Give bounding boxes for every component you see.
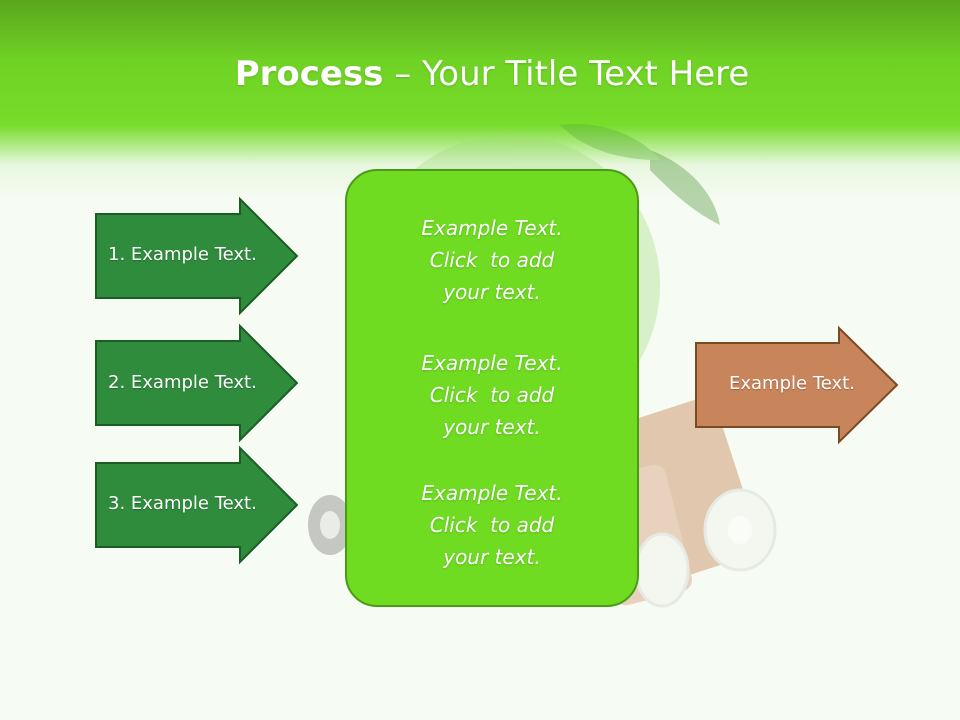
left-arrow-2-shape[interactable]	[95, 323, 299, 443]
center-text-line: Click to add	[429, 248, 555, 272]
center-text-block-2[interactable]: Example Text. Click to add your text.	[345, 347, 639, 443]
center-content-box[interactable]	[345, 169, 639, 607]
left-arrow-2-label[interactable]: 2. Example Text.	[108, 372, 257, 393]
left-arrow-3-shape[interactable]	[95, 445, 299, 565]
center-text-line: your text.	[443, 545, 541, 569]
center-text-line: Click to add	[429, 513, 555, 537]
center-text-line: your text.	[443, 415, 541, 439]
title-strong: Process	[234, 54, 384, 94]
center-text-line: Example Text.	[421, 351, 563, 375]
center-text-line: Example Text.	[421, 481, 563, 505]
center-text-block-1[interactable]: Example Text. Click to add your text.	[345, 212, 639, 308]
right-arrow-label[interactable]: Example Text.	[729, 373, 855, 394]
center-text-block-3[interactable]: Example Text. Click to add your text.	[345, 477, 639, 573]
left-arrow-1-label[interactable]: 1. Example Text.	[108, 244, 257, 265]
title-rest: – Your Title Text Here	[383, 54, 750, 94]
left-arrow-1-shape[interactable]	[95, 196, 299, 316]
left-arrow-3-label[interactable]: 3. Example Text.	[108, 493, 257, 514]
header-band	[0, 0, 960, 200]
center-text-line: Example Text.	[421, 216, 563, 240]
center-text-line: Click to add	[429, 383, 555, 407]
right-arrow-shape[interactable]	[695, 325, 899, 445]
center-text-line: your text.	[443, 280, 541, 304]
slide-title[interactable]: Process – Your Title Text Here	[0, 52, 960, 96]
